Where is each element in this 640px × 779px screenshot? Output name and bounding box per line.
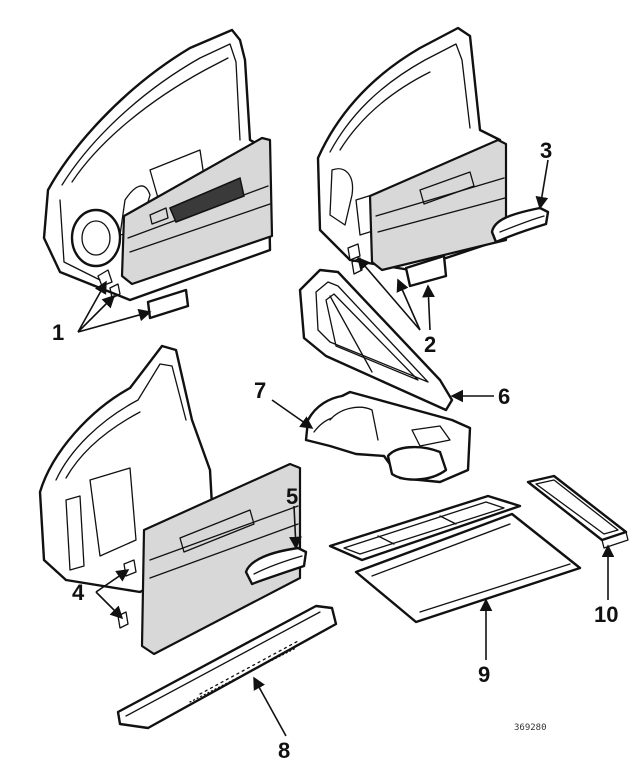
rear-door-assembly [316,26,508,288]
rear-door-lower-assembly [38,344,302,656]
quarter-window-trim [298,268,454,412]
callout-9: 9 [478,662,490,687]
trunk-floor [328,494,582,624]
trunk-tray [526,474,629,549]
callout-1: 1 [52,320,64,345]
callout-2: 2 [424,332,436,357]
callout-4: 4 [72,580,85,605]
leader-lines [77,159,615,737]
callout-7: 7 [254,378,266,403]
callout-5: 5 [286,484,298,509]
callout-3: 3 [540,138,552,163]
callout-8: 8 [278,738,290,763]
quarter-trim-panel [304,390,472,484]
rear-door-lower-trim-panel [140,462,302,656]
callout-10: 10 [594,602,618,627]
callout-labels: 1 2 3 4 5 6 7 8 9 10 [52,138,618,763]
armrest-top [490,206,550,244]
rear-door-trim-panel [368,138,508,272]
callout-6: 6 [498,384,510,409]
armrest-lower [244,546,308,586]
front-door-assembly [42,28,274,320]
reference-code: 369280 [514,723,547,733]
package-tray [116,604,338,730]
